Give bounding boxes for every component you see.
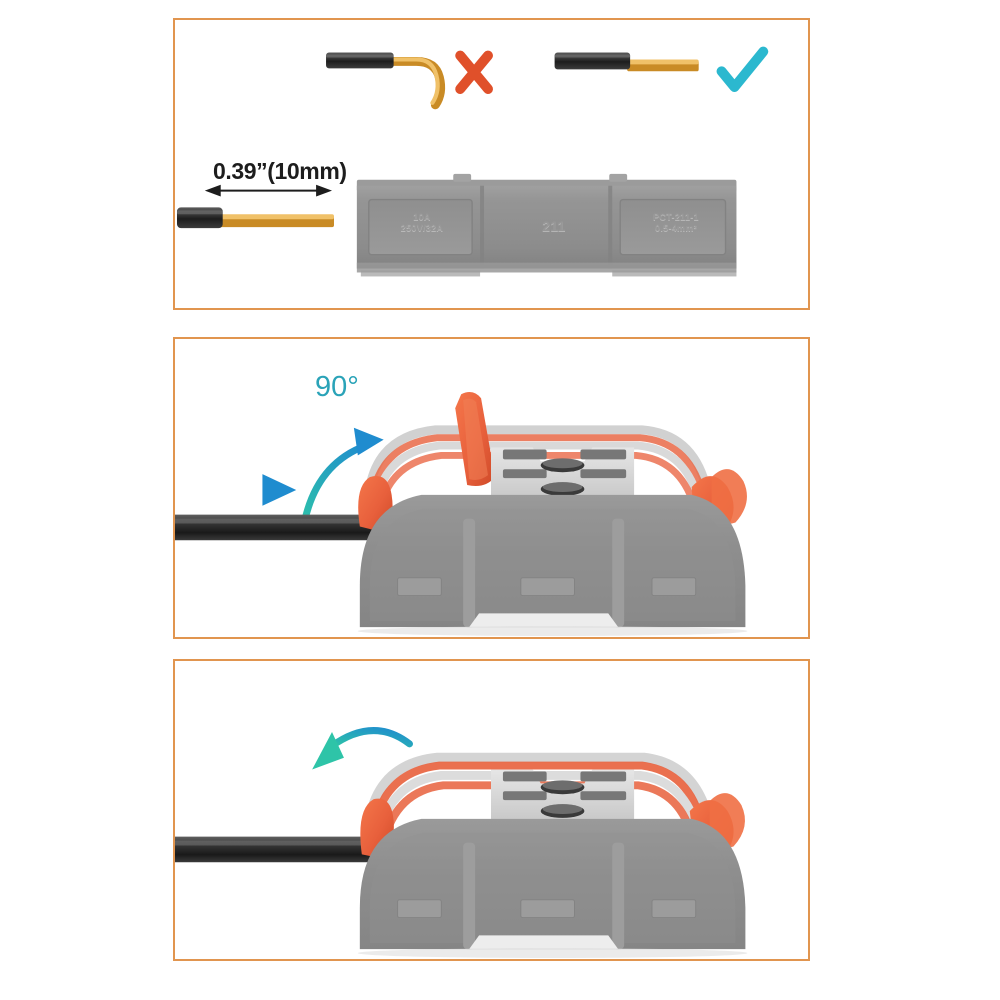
dimension-arrow bbox=[204, 184, 333, 197]
connector-top-view bbox=[356, 173, 737, 277]
lever-center-open bbox=[455, 392, 495, 487]
lever-close-arrow bbox=[312, 727, 413, 770]
connector-emboss-middle: 211 bbox=[542, 218, 566, 234]
connector-top-plate-closed bbox=[491, 769, 635, 825]
locked-wire bbox=[175, 836, 380, 863]
test-port-1 bbox=[540, 780, 585, 795]
panel-close-lever-step bbox=[173, 659, 810, 961]
straight-wire-sample bbox=[554, 52, 699, 72]
check-mark-icon bbox=[716, 46, 769, 92]
measured-wire bbox=[176, 207, 334, 229]
inserted-wire bbox=[175, 514, 380, 541]
connector-body-open bbox=[359, 494, 746, 628]
bent-wire-sample bbox=[326, 52, 446, 110]
connector-body-closed bbox=[359, 818, 746, 950]
panel-strip-wire-step: 0.39”(10mm) 10A 250V/32A 211 PCT-211-1 0… bbox=[173, 18, 810, 310]
panel-1-stage: 0.39”(10mm) 10A 250V/32A 211 PCT-211-1 0… bbox=[175, 20, 808, 308]
test-port-1 bbox=[540, 458, 585, 473]
cross-mark-icon bbox=[455, 50, 493, 94]
panel-2-illustration bbox=[175, 392, 748, 637]
test-port-2 bbox=[540, 804, 585, 818]
connector-top-plate bbox=[491, 447, 635, 503]
panel-3-stage bbox=[175, 661, 808, 959]
panel-open-lever-insert-wire-step: 90° bbox=[173, 337, 810, 639]
panel-1-illustration bbox=[176, 46, 769, 277]
wire-insert-arrow bbox=[192, 474, 297, 506]
angle-label: 90° bbox=[315, 371, 359, 403]
panel-3-illustration bbox=[175, 727, 748, 959]
panel-2-stage: 90° bbox=[175, 339, 808, 637]
dimension-label: 0.39”(10mm) bbox=[213, 158, 347, 184]
connector-emboss-left: 10A 250V/32A bbox=[400, 212, 444, 234]
connector-emboss-right: PCT-211-1 0.5-4mm² bbox=[653, 212, 699, 234]
test-port-2 bbox=[540, 482, 585, 496]
